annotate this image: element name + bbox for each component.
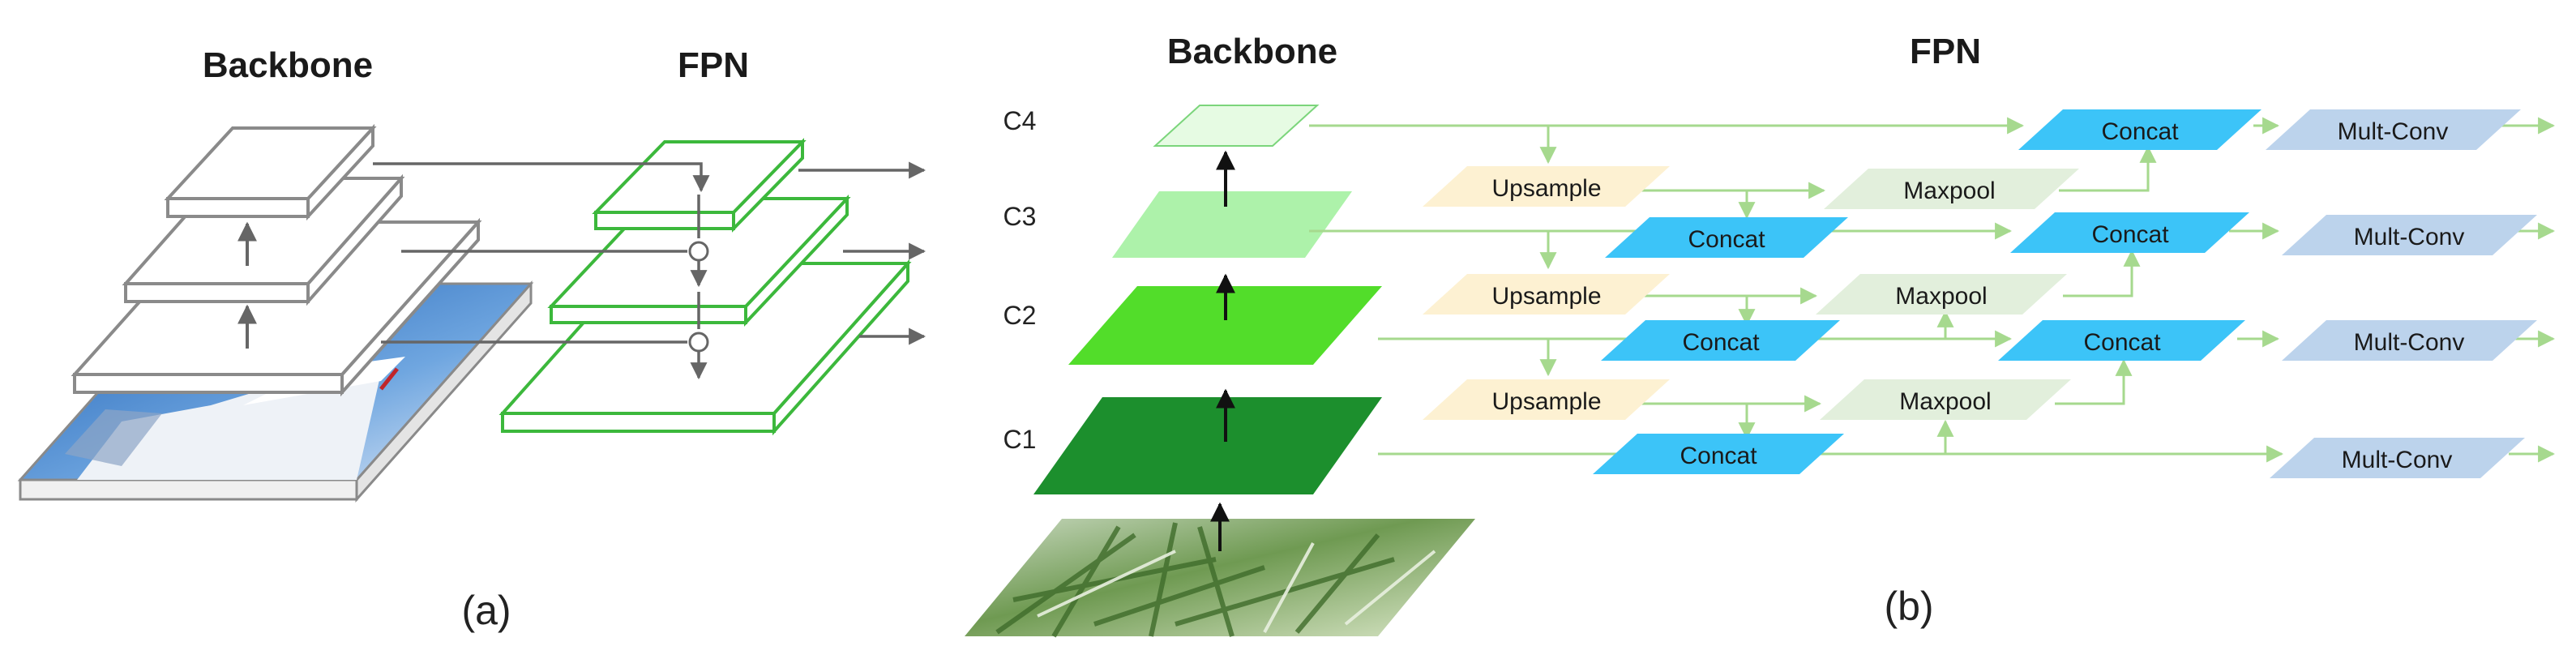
- maxpool-label: Maxpool: [1903, 178, 1995, 204]
- add-icon: [688, 241, 709, 262]
- mult-conv-label: Mult-Conv: [2354, 329, 2465, 356]
- concat-label: Concat: [1682, 329, 1760, 356]
- upsample-label: Upsample: [1491, 175, 1601, 202]
- concat-block: Concat: [2018, 109, 2261, 150]
- level-label-c3: C3: [1003, 202, 1037, 231]
- concat-block: Concat: [1593, 434, 1844, 474]
- fpn-connections: [1309, 117, 2556, 463]
- backbone-layer-medium: [122, 173, 405, 306]
- maxpool-block: Maxpool: [1820, 379, 2071, 420]
- panel-b-backbone-title: Backbone: [1167, 32, 1337, 71]
- mult-conv-block: Mult-Conv: [2266, 109, 2521, 150]
- mult-conv-block: Mult-Conv: [2282, 215, 2537, 255]
- panel-a: Backbone FPN: [17, 45, 926, 633]
- upsample-block: Upsample: [1423, 274, 1670, 315]
- upsample-block: Upsample: [1423, 379, 1670, 420]
- backbone-level-c4: [1153, 105, 1320, 147]
- backbone-layer-small: [164, 123, 377, 221]
- concat-block: Concat: [1605, 217, 1848, 258]
- backbone-level-c2: [1068, 286, 1382, 365]
- caption-a: (a): [461, 588, 511, 633]
- lateral-connection: [373, 162, 710, 193]
- concat-block: Concat: [1998, 320, 2245, 361]
- upsample-label: Upsample: [1491, 283, 1601, 310]
- mult-conv-label: Mult-Conv: [2342, 447, 2453, 473]
- backbone-level-c1: [1033, 397, 1382, 494]
- backbone-level-c3: [1112, 191, 1352, 258]
- panel-a-fpn-title: FPN: [678, 45, 749, 85]
- concat-label: Concat: [1680, 443, 1757, 469]
- concat-label: Concat: [2101, 118, 2179, 145]
- panel-b-fpn-title: FPN: [1910, 32, 1981, 71]
- maxpool-block: Maxpool: [1824, 169, 2079, 209]
- mult-conv-label: Mult-Conv: [2354, 224, 2465, 250]
- caption-b: (b): [1884, 584, 1933, 629]
- concat-label: Concat: [2083, 329, 2161, 356]
- mult-conv-block: Mult-Conv: [2270, 438, 2525, 478]
- upsample-block: Upsample: [1423, 166, 1670, 207]
- level-label-c4: C4: [1003, 106, 1037, 135]
- panel-b: Backbone FPN C4 C3 C2 C1: [965, 32, 2556, 638]
- panel-a-backbone-title: Backbone: [203, 45, 373, 85]
- maxpool-label: Maxpool: [1895, 283, 1987, 310]
- level-label-c2: C2: [1003, 301, 1037, 330]
- level-label-c1: C1: [1003, 425, 1037, 454]
- maxpool-block: Maxpool: [1816, 274, 2067, 315]
- mult-conv-label: Mult-Conv: [2338, 118, 2449, 145]
- concat-label: Concat: [1688, 226, 1765, 253]
- mult-conv-block: Mult-Conv: [2282, 320, 2537, 361]
- concat-label: Concat: [2091, 221, 2169, 248]
- upsample-label: Upsample: [1491, 388, 1601, 415]
- concat-block: Concat: [2010, 212, 2249, 253]
- add-icon: [688, 332, 709, 353]
- input-image-grass: [965, 519, 1475, 638]
- maxpool-label: Maxpool: [1899, 388, 1991, 415]
- concat-block: Concat: [1601, 320, 1840, 361]
